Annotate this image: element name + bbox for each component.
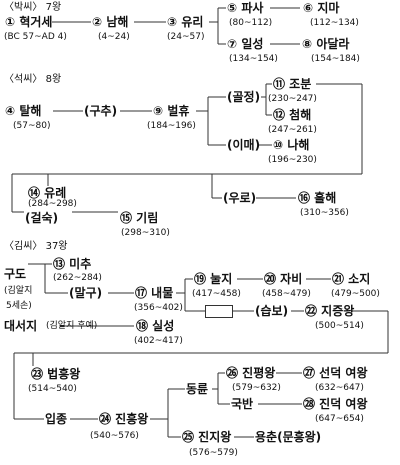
gudo-note: (김알지 xyxy=(4,286,33,296)
king-24-reign: (540~576) xyxy=(90,431,139,441)
king-2-reign: (4~24) xyxy=(98,32,130,42)
king-22-reign: (500~514) xyxy=(315,321,364,331)
king-14-yurye: ⑭ 유례 xyxy=(28,186,67,200)
king-8-adalla: ⑧ 아달라 xyxy=(302,37,350,51)
king-4-reign: (57~80) xyxy=(13,121,51,131)
king-17-reign: (356~402) xyxy=(134,303,183,313)
king-23-reign: (514~540) xyxy=(28,384,77,394)
king-6-reign: (112~134) xyxy=(310,18,359,28)
gucheo: (구추) xyxy=(84,104,118,118)
king-24-jinheung: ㉔ 진흥왕 xyxy=(99,412,149,426)
imae: (이매) xyxy=(227,138,261,152)
king-5-pasa: ⑤ 파사 xyxy=(227,1,264,15)
malgu: (말구) xyxy=(69,286,103,300)
king-17-naemul: ⑰ 내물 xyxy=(135,286,174,300)
king-1-reign: (BC 57~AD 4) xyxy=(4,32,67,42)
gudo: 구도 xyxy=(4,267,27,281)
gudo-note-2: 5세손) xyxy=(6,301,32,311)
king-7-reign: (134~154) xyxy=(229,54,278,64)
king-19-reign: (417~458) xyxy=(192,289,241,299)
king-15-girim: ⑮ 기림 xyxy=(120,211,159,225)
king-6-jima: ⑥ 지마 xyxy=(303,1,340,15)
king-1-hyeokgeose: ① 혁거세 xyxy=(5,15,53,29)
king-23-beopheung: ㉓ 법흥왕 xyxy=(31,367,81,381)
king-3-yuri: ③ 유리 xyxy=(167,15,204,29)
yongchun: 용춘(문흥왕) xyxy=(255,430,322,444)
king-21-soji: ㉑ 소지 xyxy=(332,272,371,286)
king-16-heulhae: ⑯ 흘해 xyxy=(298,191,337,205)
king-7-ilseong: ⑦ 일성 xyxy=(227,37,264,51)
king-13-michu: ⑬ 미추 xyxy=(53,257,92,271)
king-8-reign: (154~184) xyxy=(311,54,360,64)
king-15-reign: (298~310) xyxy=(121,228,170,238)
king-4-talhae: ④ 탈해 xyxy=(5,104,42,118)
seupbo: (습보) xyxy=(255,304,289,318)
king-18-reign: (402~417) xyxy=(134,336,183,346)
king-21-reign: (479~500) xyxy=(331,289,380,299)
king-26-jinpyeong: ㉖ 진평왕 xyxy=(226,366,276,380)
king-2-namhae: ② 남해 xyxy=(92,15,129,29)
king-3-reign: (24~57) xyxy=(167,32,205,42)
king-10-reign: (196~230) xyxy=(268,155,317,165)
goljeong: (골정) xyxy=(227,90,261,104)
king-27-reign: (632~647) xyxy=(315,383,364,393)
king-18-silseong: ⑱ 실성 xyxy=(136,319,175,333)
king-19-nulji: ⑲ 눌지 xyxy=(194,272,233,286)
king-14-reign: (284~298) xyxy=(28,199,77,209)
king-22-jijeung: ㉒ 지증왕 xyxy=(305,304,355,318)
king-11-jobun: ⑪ 조분 xyxy=(273,77,312,91)
king-27-seondeok: ㉗ 선덕 여왕 xyxy=(303,366,368,380)
park-clan-header: 〈박씨〉 7왕 xyxy=(4,2,62,13)
king-9-beolhyu: ⑨ 벌휴 xyxy=(153,104,190,118)
dongnyun: 동륜 xyxy=(186,382,209,396)
king-10-naehae: ⑩ 나해 xyxy=(273,138,310,152)
king-25-jinji: ㉕ 진지왕 xyxy=(182,430,232,444)
king-11-reign: (230~247) xyxy=(268,94,317,104)
kim-clan-header: 〈김씨〉 37왕 xyxy=(4,241,68,252)
seok-clan-header: 〈석씨〉 8왕 xyxy=(4,74,62,85)
king-12-cheomhae: ⑫ 첨해 xyxy=(273,108,312,122)
gukban: 국반 xyxy=(231,397,254,411)
king-25-reign: (576~579) xyxy=(189,448,238,458)
king-20-reign: (458~479) xyxy=(262,289,311,299)
king-20-jabi: ⑳ 자비 xyxy=(264,272,303,286)
king-28-jindeok: ㉘ 진덕 여왕 xyxy=(303,397,368,411)
unnamed-ancestor-box xyxy=(205,305,233,318)
king-13-reign: (262~284) xyxy=(53,273,102,283)
ipjong: 입종 xyxy=(45,412,68,426)
king-26-reign: (579~632) xyxy=(232,383,281,393)
daeseoji-note: (김알지 후예) xyxy=(46,321,98,331)
king-28-reign: (647~654) xyxy=(315,414,364,424)
daeseoji: 대서지 xyxy=(4,319,38,333)
king-9-reign: (184~196) xyxy=(147,121,196,131)
king-5-reign: (80~112) xyxy=(229,18,273,28)
uro: (우로) xyxy=(223,191,257,205)
geolsuk: (걸숙) xyxy=(25,211,59,225)
king-16-reign: (310~356) xyxy=(300,208,349,218)
king-12-reign: (247~261) xyxy=(268,125,317,135)
